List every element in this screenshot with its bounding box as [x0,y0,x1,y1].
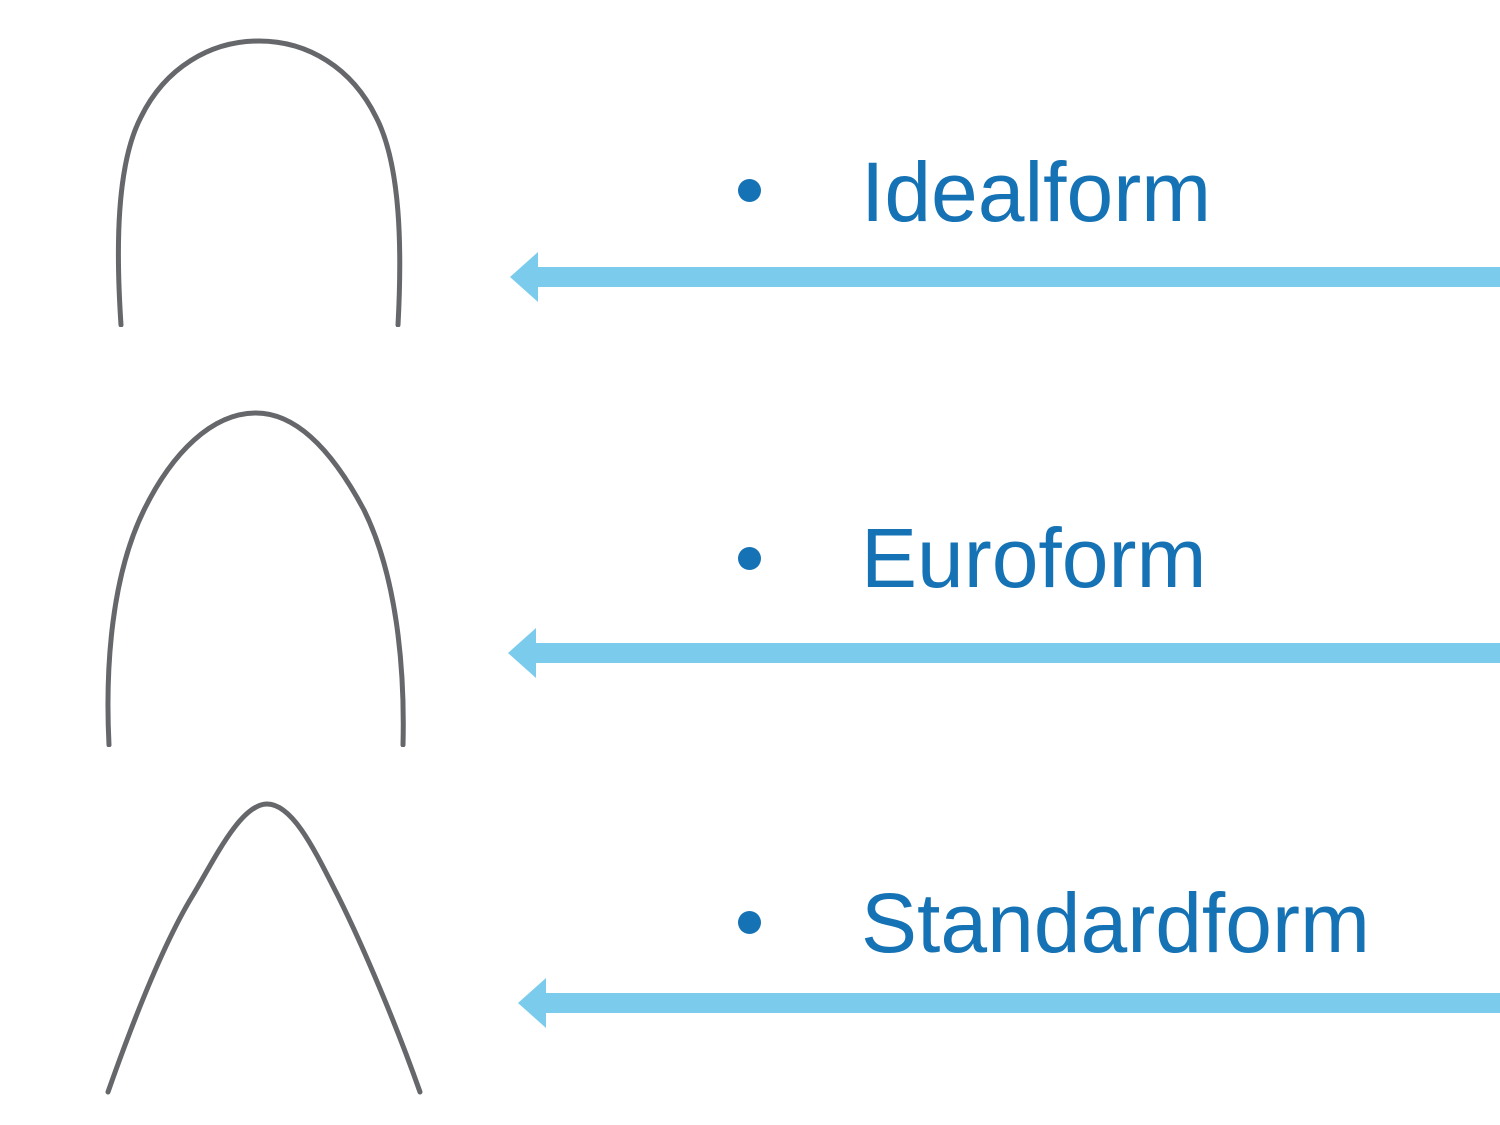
left-arrow-icon [518,978,1500,1028]
arrow-head [510,252,538,302]
item-label-idealform: Idealform [861,145,1212,239]
arrow-head [518,978,546,1028]
arrow-head [508,628,536,678]
left-arrow-icon [510,252,1500,302]
idealform-archwire-icon [115,38,403,327]
item-label-standardform: Standardform [861,876,1370,970]
bullet-icon [738,179,761,202]
left-arrow-icon [508,628,1500,678]
bullet-icon [738,547,761,570]
arrow-shaft [538,267,1500,287]
arrow-shaft [546,993,1500,1013]
bullet-icon [738,911,761,934]
item-label-euroform: Euroform [861,511,1207,605]
euroform-archwire-icon [105,410,406,747]
arrow-shaft [536,643,1500,663]
standardform-archwire-icon [105,801,423,1095]
